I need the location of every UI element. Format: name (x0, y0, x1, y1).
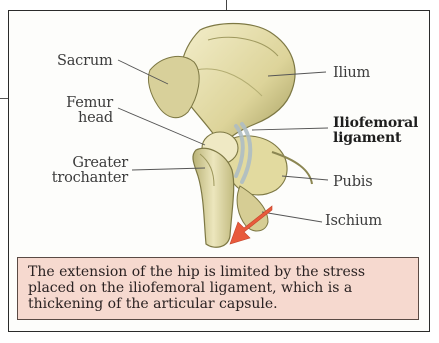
caption-text: The extension of the hip is limited by t… (28, 264, 365, 312)
label-greater-trochanter: Greater trochanter (40, 156, 128, 186)
label-pubis: Pubis (333, 175, 372, 190)
label-iliofemoral-ligament: Iliofemoral ligament (333, 116, 418, 146)
label-ilium: Ilium (333, 66, 370, 81)
caption-box: The extension of the hip is limited by t… (17, 257, 419, 320)
femur-shaft (193, 148, 234, 247)
label-ischium: Ischium (325, 214, 382, 229)
label-femur-head: Femur head (56, 96, 113, 126)
sacrum-bone (148, 56, 199, 117)
label-sacrum: Sacrum (57, 54, 113, 69)
